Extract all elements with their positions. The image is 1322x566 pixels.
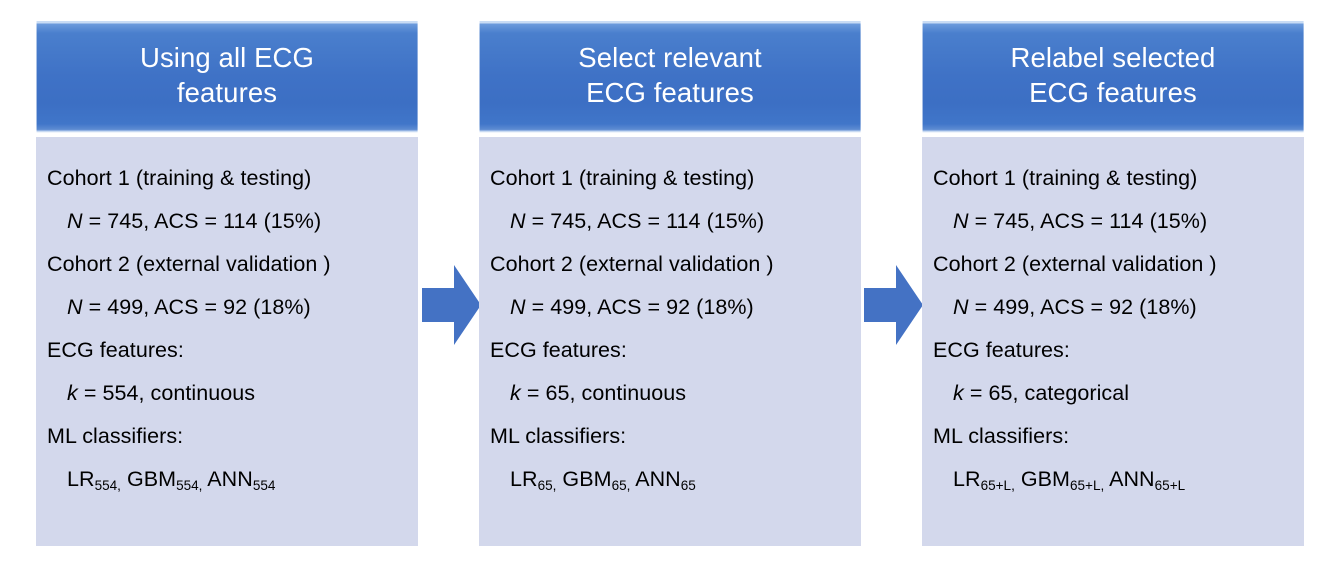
- body-line-ml-classifiers-label: ML classifiers:: [933, 424, 1070, 448]
- body-line-cohort1: Cohort 1 (training & testing): [47, 166, 312, 190]
- body-line-ecg-features-label: ECG features:: [490, 338, 627, 362]
- body-line-cohort2-stats: N = 499, ACS = 92 (18%): [510, 295, 754, 319]
- panel-body-all-features: Cohort 1 (training & testing) N = 745, A…: [36, 137, 418, 546]
- body-line-ecg-features-value: k = 65, continuous: [510, 381, 687, 405]
- body-line-cohort2-stats: N = 499, ACS = 92 (18%): [953, 295, 1197, 319]
- body-line-cohort2: Cohort 2 (external validation ): [490, 252, 774, 276]
- panel-header-title: Select relevant ECG features: [578, 42, 762, 108]
- panel-body-relabel-features: Cohort 1 (training & testing) N = 745, A…: [922, 137, 1304, 546]
- body-line-ml-classifiers-label: ML classifiers:: [47, 424, 184, 448]
- panel-body-select-features: Cohort 1 (training & testing) N = 745, A…: [479, 137, 861, 546]
- panel-all-features: Using all ECG features Cohort 1 (trainin…: [36, 19, 418, 546]
- body-line-cohort1-stats: N = 745, ACS = 114 (15%): [510, 209, 765, 233]
- body-line-cohort1: Cohort 1 (training & testing): [933, 166, 1198, 190]
- body-line-ecg-features-label: ECG features:: [933, 338, 1070, 362]
- body-line-ml-classifiers-value: LR65+L, GBM65+L, ANN65+L: [953, 467, 1186, 494]
- body-line-ecg-features-value: k = 65, categorical: [953, 381, 1130, 405]
- body-line-ecg-features-label: ECG features:: [47, 338, 184, 362]
- body-line-cohort1: Cohort 1 (training & testing): [490, 166, 755, 190]
- body-line-cohort2: Cohort 2 (external validation ): [47, 252, 331, 276]
- body-line-cohort2-stats: N = 499, ACS = 92 (18%): [67, 295, 311, 319]
- panel-header-all-features: Using all ECG features: [36, 19, 418, 133]
- arrow-stage-2-to-3: [864, 264, 924, 346]
- right-arrow-icon: [422, 265, 481, 345]
- panel-header-relabel-features: Relabel selected ECG features: [922, 19, 1304, 133]
- body-line-cohort2: Cohort 2 (external validation ): [933, 252, 1217, 276]
- body-line-cohort1-stats: N = 745, ACS = 114 (15%): [67, 209, 322, 233]
- body-line-ecg-features-value: k = 554, continuous: [67, 381, 256, 405]
- body-line-cohort1-stats: N = 745, ACS = 114 (15%): [953, 209, 1208, 233]
- arrow-stage-1-to-2: [422, 264, 482, 346]
- panel-select-features: Select relevant ECG features Cohort 1 (t…: [479, 19, 861, 546]
- panel-header-select-features: Select relevant ECG features: [479, 19, 861, 133]
- body-line-ml-classifiers-label: ML classifiers:: [490, 424, 627, 448]
- right-arrow-icon: [864, 265, 923, 345]
- panel-header-title: Relabel selected ECG features: [1010, 42, 1216, 108]
- panel-header-title: Using all ECG features: [140, 42, 314, 108]
- body-line-ml-classifiers-value: LR554, GBM554, ANN554: [67, 467, 276, 494]
- body-line-ml-classifiers-value: LR65, GBM65, ANN65: [510, 467, 696, 494]
- panel-relabel-features: Relabel selected ECG features Cohort 1 (…: [922, 19, 1304, 546]
